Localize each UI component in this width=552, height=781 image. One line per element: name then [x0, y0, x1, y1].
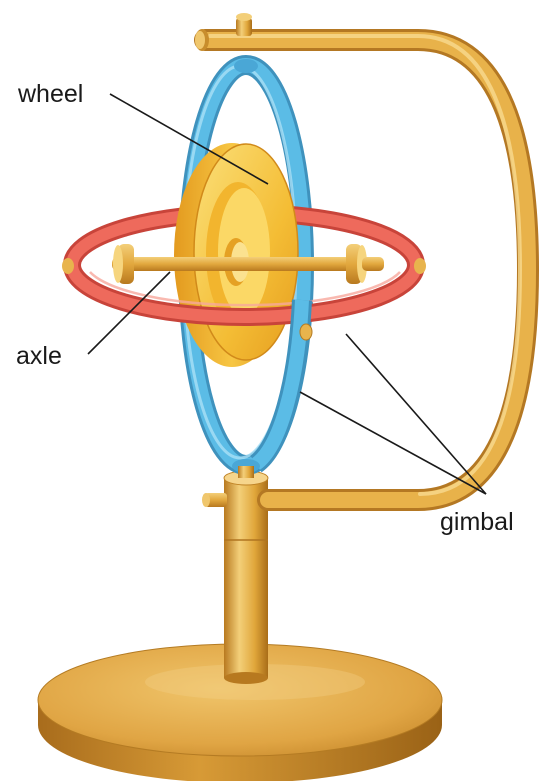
gimbal-label: gimbal — [440, 508, 514, 536]
gimbal-leader-line-inner — [346, 334, 486, 494]
wheel-label: wheel — [17, 80, 83, 108]
wheel-rotor — [174, 143, 298, 367]
gimbal-leader-line-outer — [300, 392, 486, 494]
axle-label: axle — [16, 342, 62, 370]
